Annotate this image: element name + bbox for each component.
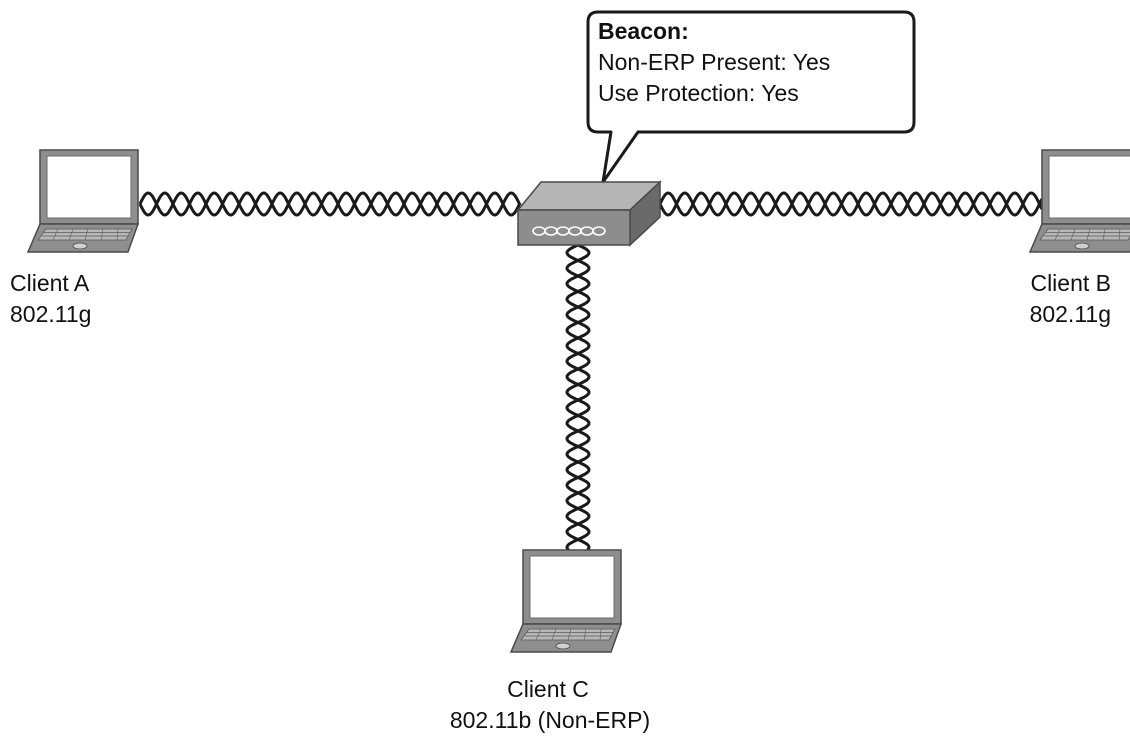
wireless-link-b [658,191,1044,217]
client-b-standard: 802.11g [1029,301,1111,327]
client-c-standard: 802.11b (Non-ERP) [449,707,651,733]
laptop-icon-client-a [27,149,139,253]
callout-line-non-erp: Non-ERP Present: Yes [598,49,831,75]
wireless-wave-strand [138,191,522,217]
client-c-label: Client C 802.11b (Non-ERP) [400,674,700,736]
client-c-name: Client C [507,676,589,702]
client-b-label: Client B 802.11g [985,268,1111,330]
beacon-callout-text: Beacon: Non-ERP Present: Yes Use Protect… [598,16,830,109]
wireless-link-c [565,243,591,552]
laptop-icon-client-c [510,549,622,653]
wireless-wave-strand [565,243,591,552]
callout-line-protection: Use Protection: Yes [598,80,799,106]
wireless-wave-strand [658,191,1044,217]
client-a-standard: 802.11g [10,301,92,327]
wireless-wave-strand [658,191,1044,217]
beacon-callout [586,10,916,184]
client-a-name: Client A [10,270,90,296]
laptop-icon-client-b [1029,149,1130,253]
access-point-icon [516,180,662,247]
wireless-wave-strand [138,191,522,217]
wireless-link-a [138,191,522,217]
wireless-wave-strand [565,243,591,552]
client-b-name: Client B [1030,270,1111,296]
client-a-label: Client A 802.11g [10,268,91,330]
callout-title: Beacon: [598,18,689,44]
